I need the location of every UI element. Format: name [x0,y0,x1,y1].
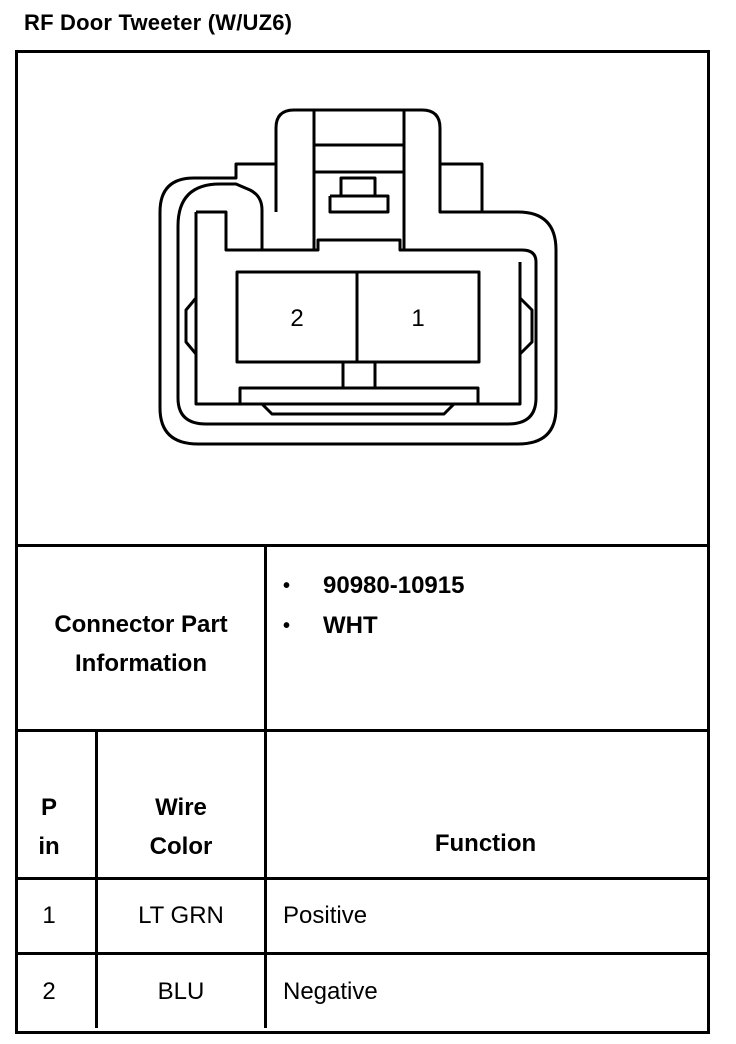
list-item: • 90980-10915 [283,566,464,606]
divider-partinfo [15,729,707,732]
info-table-frame [15,50,710,1034]
inner-left-wall [194,212,522,406]
divider-col-pin [95,729,98,1028]
row2-function: Negative [283,978,378,1005]
header-pin-line2: in [38,833,60,860]
divider-header [15,877,707,880]
header-function: Function [434,830,537,857]
notch-left [184,297,198,355]
part-info-list: • 90980-10915 • WHT [283,566,464,646]
keyway-stem [341,362,377,388]
row2-pin: 2 [42,978,56,1005]
row1-pin: 1 [42,902,56,929]
connector-color: WHT [323,612,378,639]
header-wire-line1: Wire [155,794,207,821]
part-number: 90980-10915 [323,572,465,599]
divider-row1 [15,952,707,955]
row1-wire: LT GRN [138,902,224,929]
header-pin: P in [18,788,80,866]
part-info-header-line1: Connector Part [54,611,228,638]
header-wire-color: Wire Color [98,788,264,866]
latch-bars [314,143,404,174]
part-info-header-line2: Information [75,650,207,677]
row1-function: Positive [283,902,368,929]
pin-cavity-1 [355,270,481,364]
bullet-icon: • [283,574,291,597]
notch-right [518,296,534,356]
bullet-icon: • [283,614,291,637]
header-wire-line2: Color [149,833,213,860]
connector-ear-right [440,162,484,212]
keyway [238,386,480,416]
divider-col-function [264,544,267,1028]
inner-left-notch [196,210,262,252]
latch-inner [312,110,406,250]
header-pin-line1: P [40,794,57,821]
pin-label-1: 1 [411,305,424,332]
pin-label-2: 2 [290,305,303,332]
part-info-header: Connector Part Information [18,605,264,683]
row2-wire: BLU [157,978,205,1005]
page-title: RF Door Tweeter (W/UZ6) [24,10,293,35]
divider-diagram [15,544,707,547]
list-item: • WHT [283,606,464,646]
latch-base [328,194,390,214]
connector-housing-outer [158,108,558,446]
connector-housing-inner [176,182,538,426]
connector-diagram: 2 1 [158,108,558,446]
